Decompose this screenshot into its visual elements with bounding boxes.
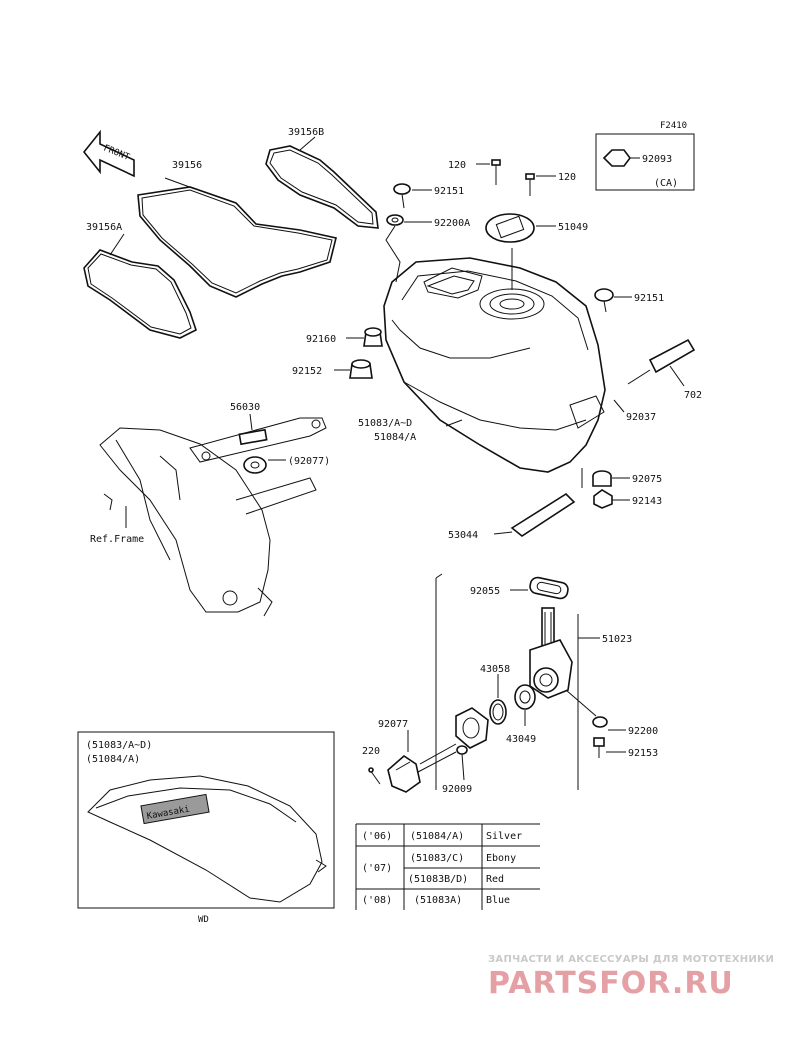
label-92151-b: 92151 [634,293,664,304]
label-51023: 51023 [602,634,632,645]
label-39156B: 39156B [288,127,324,138]
label-92200A: 92200A [434,218,470,229]
label-92077-ref: (92077) [288,456,330,467]
emblem-56030 [238,428,268,446]
label-92093: 92093 [642,154,672,165]
table-cell: (51083A) [414,895,462,906]
damper-92075 [592,470,612,487]
pin-702 [627,338,696,385]
label-39156: 39156 [172,160,202,171]
front-arrow-icon: FRONT [82,129,135,178]
pad-53044 [510,492,576,537]
inset-line2: (51084/A) [86,754,140,765]
screw-220 [368,767,381,785]
table-cell: ('06) [362,831,392,842]
gasket-43049 [514,684,536,710]
screw-92151-b [594,288,614,313]
fuel-tank [383,257,606,473]
table-row: ('06) (51084/A) Silver [362,831,522,842]
grommet-92160 [363,327,383,347]
table-cell: ('08) [362,895,392,906]
label-43049: 43049 [506,734,536,745]
label-92093-note: (CA) [654,178,678,189]
label-120-a: 120 [448,160,466,171]
collar-92143 [593,489,613,509]
table-row: ('08) (51083A) Blue [362,895,510,906]
gasket-92055 [529,576,569,600]
inset-line1: (51083/A~D) [86,740,152,751]
frame-outline [99,417,327,617]
table-cell: (51083/C) [410,853,464,864]
label-43058: 43058 [480,664,510,675]
label-92200: 92200 [628,726,658,737]
label-92143: 92143 [632,496,662,507]
label-120-b: 120 [558,172,576,183]
label-56030: 56030 [230,402,260,413]
label-51083: 51083/A~D [358,418,412,429]
label-51049: 51049 [558,222,588,233]
inset-code: WD [198,915,209,925]
table-cell: Red [486,874,504,885]
label-92075: 92075 [632,474,662,485]
watermark: ЗАПЧАСТИ И АКСЕССУАРЫ ДЛЯ МОТОТЕХНИКИ PA… [488,954,774,1001]
label-53044: 53044 [448,530,478,541]
nut-92077-ref [243,456,267,474]
washer-92200A [386,214,404,226]
knee-pad-39156A [83,249,197,339]
bolt-92153 [593,737,605,758]
label-92151-a: 92151 [434,186,464,197]
washer-92200 [592,716,608,728]
label-92077: 92077 [378,719,408,730]
label-220: 220 [362,746,380,757]
bolt-120-a [491,159,501,185]
knee-pad-39156 [137,186,337,298]
label-92055: 92055 [470,586,500,597]
callout-box-92093: 92093 (CA) [595,133,695,191]
bolt-120-b [525,173,535,196]
inset-box: (51083/A~D) (51084/A) Kawasaki WD [77,731,335,925]
screw-92009 [456,745,468,781]
table-cell: ('07) [362,863,392,874]
screw-92151-a [393,183,411,209]
table-cell: Silver [486,831,522,842]
label-92152: 92152 [292,366,322,377]
table-cell: Blue [486,895,510,906]
label-92037: 92037 [626,412,656,423]
table-row: ('07) (51083/C) Ebony [362,853,516,874]
table-cell: Ebony [486,853,516,864]
label-92009: 92009 [442,784,472,795]
color-table: ('06) (51084/A) Silver ('07) (51083/C) E… [355,823,540,910]
table-row: (51083B/D) Red [408,874,504,885]
table-cell: (51083B/D) [408,874,468,885]
lever-housing [455,707,489,749]
label-39156A: 39156A [86,222,122,233]
knee-pad-39156B [265,145,379,229]
watermark-logo: PARTSFOR.RU [488,966,734,1001]
table-cell: (51084/A) [410,831,464,842]
ref-frame-label: Ref.Frame [90,534,144,545]
o-ring-43058 [489,699,507,725]
fuel-cap-51049 [485,213,535,243]
fuel-cock-51023 [529,607,573,699]
label-702: 702 [684,390,702,401]
label-92153: 92153 [628,748,658,759]
label-51084A: 51084/A [374,432,416,443]
figure-code: F2410 [660,121,687,131]
damper-92152 [349,359,373,379]
lever-92077 [387,743,457,793]
label-92160: 92160 [306,334,336,345]
watermark-tagline: ЗАПЧАСТИ И АКСЕССУАРЫ ДЛЯ МОТОТЕХНИКИ [488,954,774,965]
